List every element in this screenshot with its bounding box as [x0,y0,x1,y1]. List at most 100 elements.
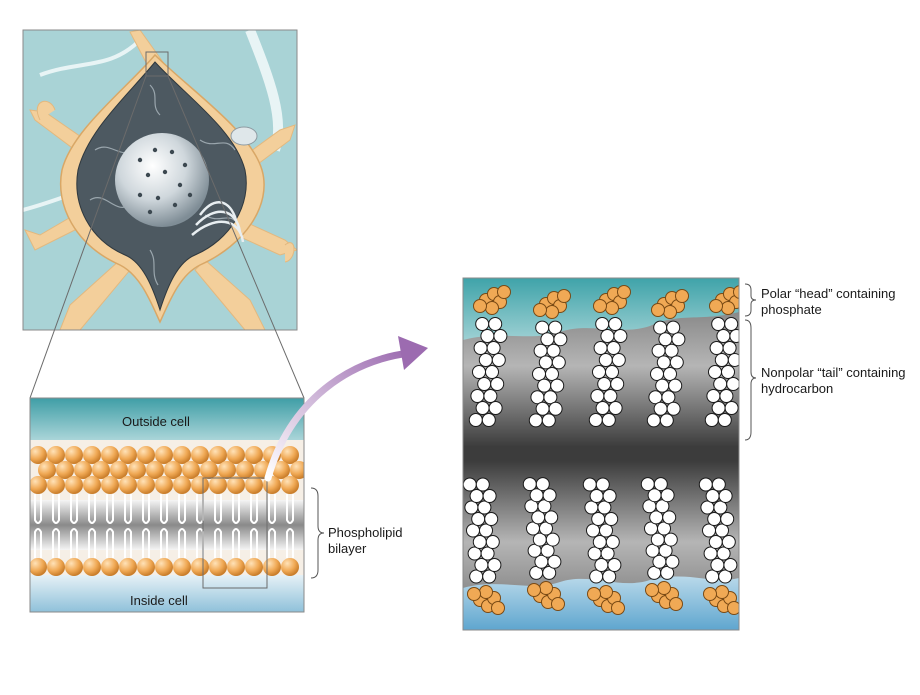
phospholipid-tail [268,494,276,524]
hydrocarbon-atom [604,512,619,526]
hydrocarbon-atom [481,413,496,427]
phospholipid-head [30,476,47,494]
phospholipid-head [101,446,119,464]
hydrocarbon-atom [538,355,553,370]
bilayer-panel-border [29,397,305,613]
axon-fiber [39,38,142,77]
phospholipid-head [245,446,263,464]
hydrocarbon-atom [480,546,495,561]
hydrocarbon-atom [595,401,610,415]
phosphate-atom [703,587,717,601]
phospholipid-tail [160,494,168,524]
phospholipid-head [83,558,101,576]
phospholipid-head [155,476,173,494]
hydrocarbon-atom [592,365,606,379]
hydrocarbon-atom [698,477,713,492]
hydrocarbon-atom [598,353,613,367]
phospholipid-head [182,461,200,479]
phospholipid-head [173,476,191,494]
phospholipid-tail [124,528,132,558]
phospholipid-tail [250,528,258,558]
bilayer-brace [310,487,325,579]
hydrocarbon-atom [540,332,555,347]
hydrocarbon-atom [610,377,625,391]
hydrocarbon-atom [666,320,681,335]
hydrocarbon-atom [475,401,490,415]
phospholipid-head [119,558,137,576]
phospholipid-tail [268,528,276,558]
hydrocarbon-atom [471,512,486,526]
hydrocarbon-atom [708,365,722,379]
outside-cell-label: Outside cell [122,414,190,429]
phosphate-atom [733,285,739,299]
bilayer-label-line2: bilayer [328,541,367,556]
hydrocarbon-atom [659,413,674,428]
phospholipid-tail [88,528,96,558]
phospholipid-head [137,446,155,464]
hydrocarbon-atom [488,317,503,331]
hydrocarbon-atom [613,329,628,343]
phospholipid-head [128,461,146,479]
tail-label-line1: Nonpolar “tail” containing [761,365,906,380]
hydrocarbon-atom [463,477,477,492]
hydrocarbon-atom [658,332,673,347]
hydrocarbon-atom [713,377,728,391]
neuron-panel-border [22,29,298,331]
hydrocarbon-atom [469,489,484,503]
phosphate-atom [491,601,505,615]
hydrocarbon-atom [547,554,562,569]
hydrocarbon-atom [595,477,610,492]
phospholipid-head [164,461,182,479]
hydrocarbon-atom [711,401,726,415]
hydrocarbon-atom [651,343,666,358]
hydrocarbon-atom [590,389,605,403]
hydrocarbon-atom [482,569,497,584]
hydrocarbon-atom [603,389,618,403]
hydrocarbon-atom [704,413,719,427]
hydrocarbon-atom [710,558,725,572]
hydrocarbon-atom [486,341,501,355]
phospholipid-molecule [463,477,505,615]
magnify-arrow [264,349,414,482]
hydrocarbon-atom [605,535,620,549]
head-label: Polar “head” containing phosphate [761,286,895,318]
bilayer-tails [34,494,294,558]
hydrocarbon-atom [533,343,548,358]
phospholipid-head [30,446,47,464]
hydrocarbon-atom [599,523,613,538]
phospholipid-head [155,446,173,464]
hydrocarbon-atom [593,341,608,355]
phospholipid-head [290,461,304,479]
phosphate-atom [473,299,487,313]
hydrocarbon-atom [605,365,619,379]
phosphate-atom [645,583,659,597]
phospholipid-tail [214,528,222,558]
hydrocarbon-atom [470,389,485,403]
hydrocarbon-atom [482,489,497,503]
phospholipid-head [119,446,137,464]
hydrocarbon-atom [591,512,606,526]
phosphate-atom [657,581,671,595]
hydrocarbon-atom [715,523,729,538]
hydrocarbon-atom [662,510,677,525]
phospholipid-head [119,476,137,494]
hydrocarbon-atom [705,489,720,503]
hydrocarbon-atom [472,535,487,549]
phospholipid-tail [106,494,114,524]
hydrocarbon-atom [493,329,508,343]
hydrocarbon-atom [726,377,739,391]
phospholipid-molecule [588,285,631,427]
hydrocarbon-atom [477,377,492,391]
hydrocarbon-atom [727,353,739,367]
hydrocarbon-atom [541,413,556,428]
hydrocarbon-atom [477,500,492,515]
hydrocarbon-atom [597,500,612,515]
phosphate-atom [709,299,723,313]
hydrocarbon-atom [723,558,738,572]
phospholipid-tail [142,528,150,558]
phospholipid-head [74,461,92,479]
hydrocarbon-atom [595,317,610,331]
hydrocarbon-atom [713,500,728,515]
phospholipid-molecule [704,285,739,427]
